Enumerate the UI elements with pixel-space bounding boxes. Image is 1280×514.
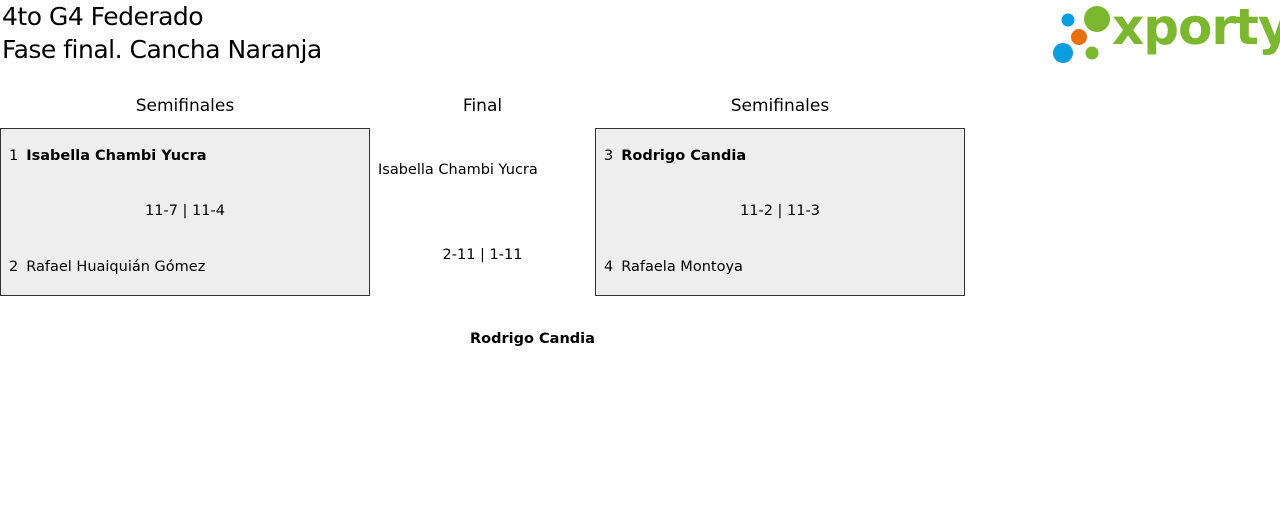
seed: 1: [9, 148, 19, 164]
seed: 3: [604, 148, 614, 164]
player-name: Rafaela Montoya: [621, 259, 743, 275]
match-score: 11-2 | 11-3: [740, 203, 820, 219]
player-name: Rafael Huaiquián Gómez: [26, 259, 206, 275]
seed: 2: [9, 259, 19, 275]
semifinal-left-match: 1 Isabella Chambi Yucra 11-7 | 11-4 2 Rafa…: [0, 128, 370, 296]
final-winner: Rodrigo Candia: [470, 331, 595, 347]
player-name: Rodrigo Candia: [621, 148, 747, 164]
player-name: Isabella Chambi Yucra: [26, 148, 207, 164]
logo-text: xporty: [1112, 0, 1280, 56]
tournament-title: 4to G4 Federado: [2, 2, 204, 31]
seed: 4: [604, 259, 614, 275]
semifinal-right-match: 3 Rodrigo Candia 11-2 | 11-3 4 Rafaela Mon…: [595, 128, 965, 296]
match-score: 11-7 | 11-4: [145, 203, 225, 219]
header-final: Final: [462, 96, 503, 116]
xporty-logo: xporty: [1050, 0, 1280, 66]
header-semifinal-right: Semifinales: [730, 96, 830, 116]
header-semifinal-left: Semifinales: [135, 96, 235, 116]
final-score: 2-11 | 1-11: [442, 247, 523, 263]
final-player1: Isabella Chambi Yucra: [378, 162, 538, 178]
phase-title: Fase final. Cancha Naranja: [2, 35, 322, 64]
